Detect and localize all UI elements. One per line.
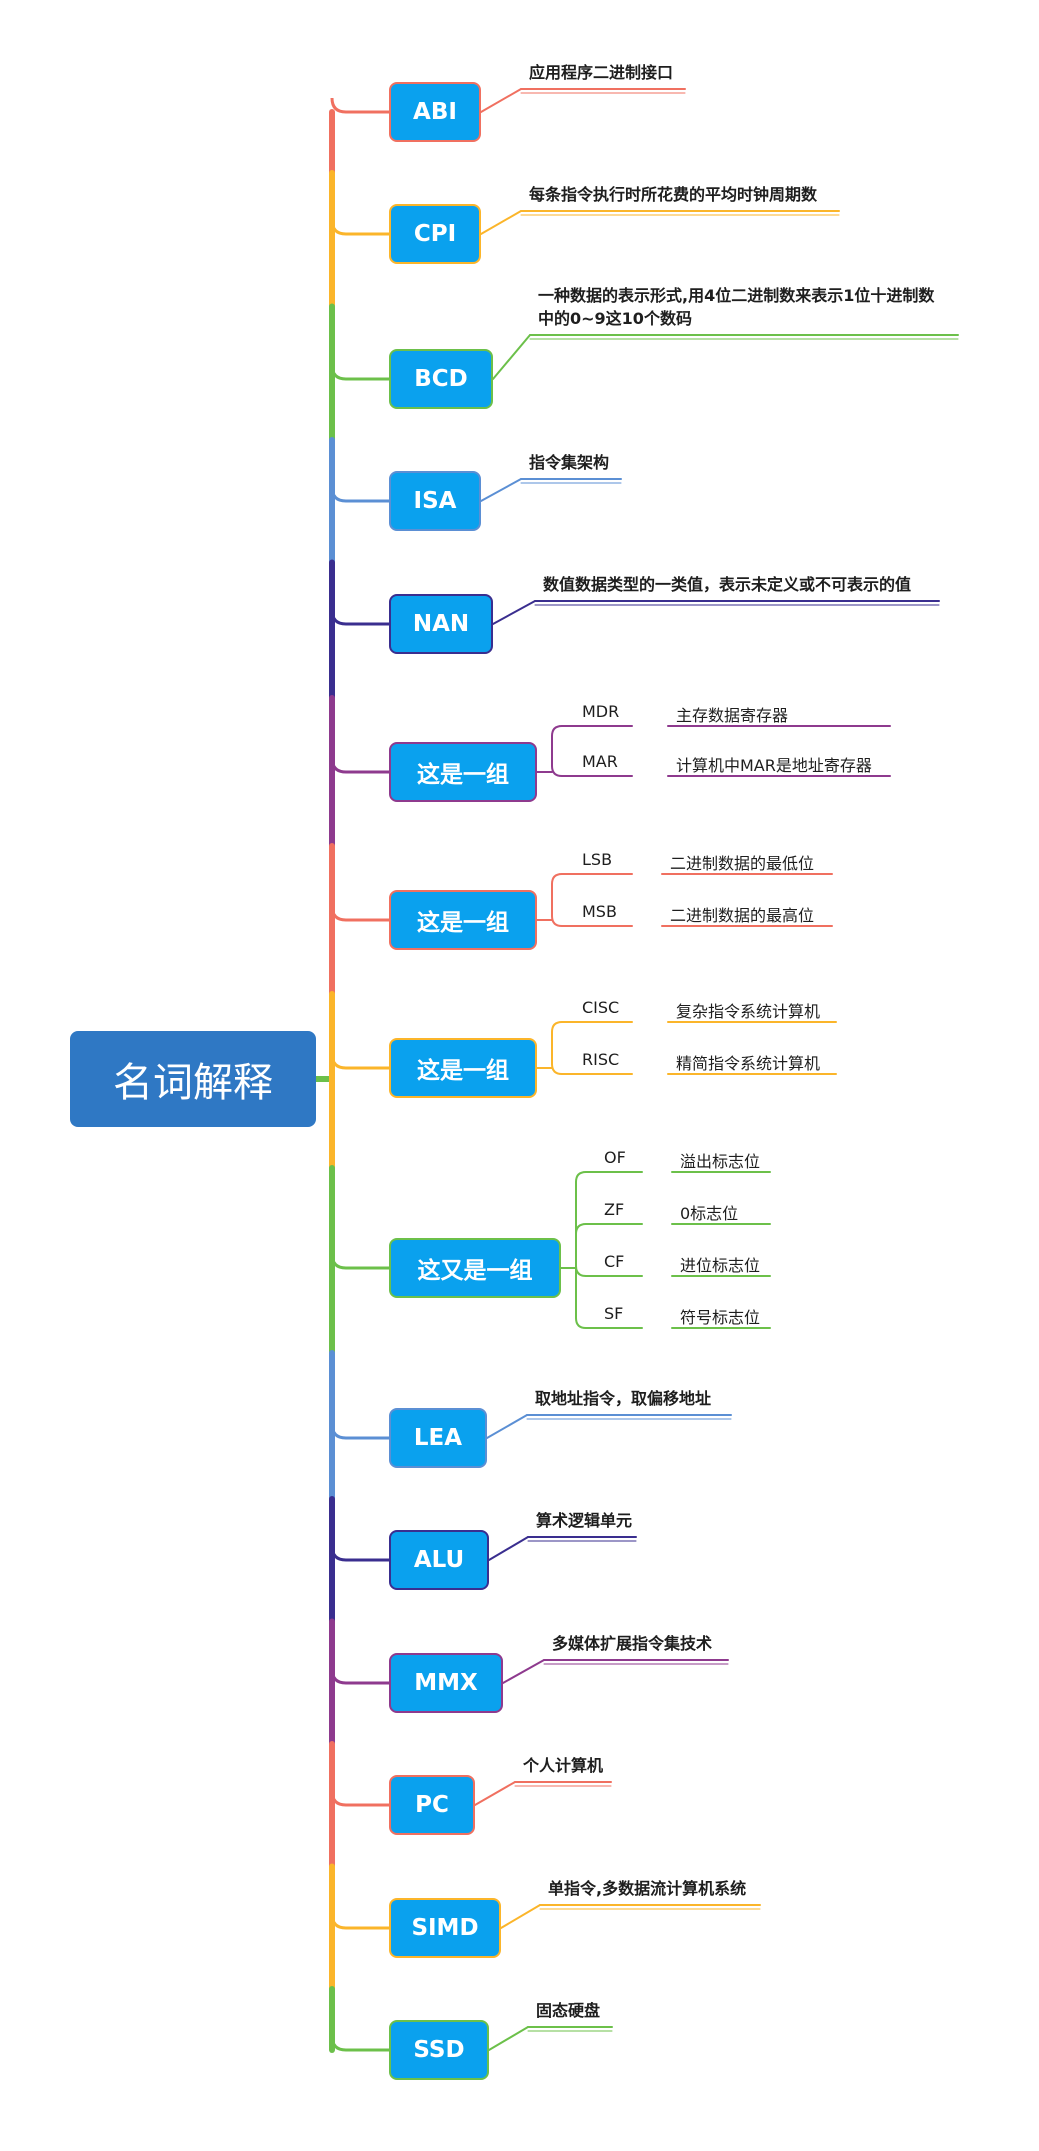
sub-key-zf[interactable]: ZF: [604, 1200, 625, 1219]
branch-connector: [330, 1545, 389, 1562]
sub-value-cisc: 复杂指令系统计算机: [676, 1002, 821, 1021]
node-cpi[interactable]: CPI: [389, 204, 481, 264]
sub-key-cf[interactable]: CF: [604, 1252, 625, 1271]
group-curve: [551, 1021, 563, 1033]
node-bcd[interactable]: BCD: [389, 349, 493, 409]
sub-key-of[interactable]: OF: [604, 1148, 626, 1167]
group-curve: [551, 765, 563, 777]
node-abi-description: 应用程序二进制接口: [529, 63, 674, 82]
node-pc[interactable]: PC: [389, 1775, 475, 1835]
description-connector: [492, 600, 536, 625]
branch-connector: [330, 219, 389, 236]
group-curve: [551, 1063, 563, 1075]
sub-key-lsb[interactable]: LSB: [582, 850, 613, 869]
description-connector: [480, 478, 522, 502]
description-connector: [486, 1414, 528, 1439]
group-curve: [575, 1317, 587, 1329]
node-alu[interactable]: ALU: [389, 1530, 489, 1590]
description-connector: [492, 334, 531, 380]
branch-connector: [330, 1790, 389, 1807]
branch-connector: [330, 905, 389, 922]
node-mmx[interactable]: MMX: [389, 1653, 503, 1713]
sub-key-mar[interactable]: MAR: [582, 752, 618, 771]
branch-connector: [330, 1253, 389, 1270]
group-curve: [575, 1171, 587, 1183]
node-pc-description: 个人计算机: [523, 1756, 604, 1775]
branch-connector: [330, 364, 389, 381]
branch-connector: [330, 97, 389, 114]
branch-connector: [330, 2035, 389, 2052]
node-ssd-description: 固态硬盘: [536, 2001, 601, 2020]
branch-connector: [330, 1423, 389, 1440]
node-group-flags[interactable]: 这又是一组: [389, 1238, 561, 1298]
sub-value-risc: 精简指令系统计算机: [676, 1054, 821, 1073]
node-mmx-description: 多媒体扩展指令集技术: [552, 1634, 713, 1653]
node-nan-description: 数值数据类型的一类值，表示未定义或不可表示的值: [543, 575, 912, 594]
branch-connector: [330, 609, 389, 626]
sub-value-lsb: 二进制数据的最低位: [670, 854, 815, 873]
node-simd-description: 单指令,多数据流计算机系统: [548, 1879, 747, 1898]
branch-connector: [330, 486, 389, 503]
node-group-cisc-risc[interactable]: 这是一组: [389, 1038, 537, 1098]
sub-value-cf: 进位标志位: [680, 1256, 761, 1275]
branch-connector: [330, 1913, 389, 1930]
node-alu-description: 算术逻辑单元: [536, 1511, 633, 1530]
sub-key-mdr[interactable]: MDR: [582, 702, 620, 721]
sub-key-cisc[interactable]: CISC: [582, 998, 620, 1017]
branch-connector: [330, 757, 389, 774]
branch-connector: [330, 1053, 389, 1070]
description-connector: [480, 88, 522, 113]
sub-key-msb[interactable]: MSB: [582, 902, 617, 921]
node-abi[interactable]: ABI: [389, 82, 481, 142]
node-ssd[interactable]: SSD: [389, 2020, 489, 2080]
sub-value-mdr: 主存数据寄存器: [676, 706, 789, 725]
description-connector: [480, 210, 522, 235]
node-bcd-description-line-1: 一种数据的表示形式,用4位二进制数来表示1位十进制数: [538, 286, 935, 305]
node-group-lsb-msb[interactable]: 这是一组: [389, 890, 537, 950]
description-connector: [488, 2026, 529, 2051]
node-cpi-description: 每条指令执行时所花费的平均时钟周期数: [529, 185, 818, 204]
sub-value-of: 溢出标志位: [680, 1152, 761, 1171]
description-connector: [474, 1781, 516, 1806]
branch-connector: [330, 1668, 389, 1685]
sub-value-mar: 计算机中MAR是地址寄存器: [676, 756, 872, 775]
sub-value-zf: 0标志位: [680, 1204, 739, 1223]
group-curve: [575, 1265, 587, 1277]
node-lea[interactable]: LEA: [389, 1408, 487, 1468]
node-group-mdr-mar[interactable]: 这是一组: [389, 742, 537, 802]
description-connector: [500, 1904, 541, 1929]
node-bcd-description: 一种数据的表示形式,用4位二进制数来表示1位十进制数 中的0~9这10个数码: [538, 284, 934, 330]
root-node[interactable]: 名词解释: [70, 1031, 316, 1127]
node-lea-description: 取地址指令，取偏移地址: [535, 1389, 712, 1408]
node-simd[interactable]: SIMD: [389, 1898, 501, 1958]
group-curve: [551, 915, 563, 927]
node-isa[interactable]: ISA: [389, 471, 481, 531]
sub-value-msb: 二进制数据的最高位: [670, 906, 815, 925]
group-curve: [551, 873, 563, 885]
sub-value-sf: 符号标志位: [680, 1308, 761, 1327]
sub-key-risc[interactable]: RISC: [582, 1050, 620, 1069]
node-nan[interactable]: NAN: [389, 594, 493, 654]
group-curve: [575, 1223, 587, 1235]
description-connector: [488, 1536, 529, 1561]
sub-key-sf[interactable]: SF: [604, 1304, 624, 1323]
description-connector: [502, 1659, 545, 1684]
node-bcd-description-line-2: 中的0~9这10个数码: [538, 309, 692, 328]
node-isa-description: 指令集架构: [529, 453, 610, 472]
group-curve: [551, 725, 563, 737]
